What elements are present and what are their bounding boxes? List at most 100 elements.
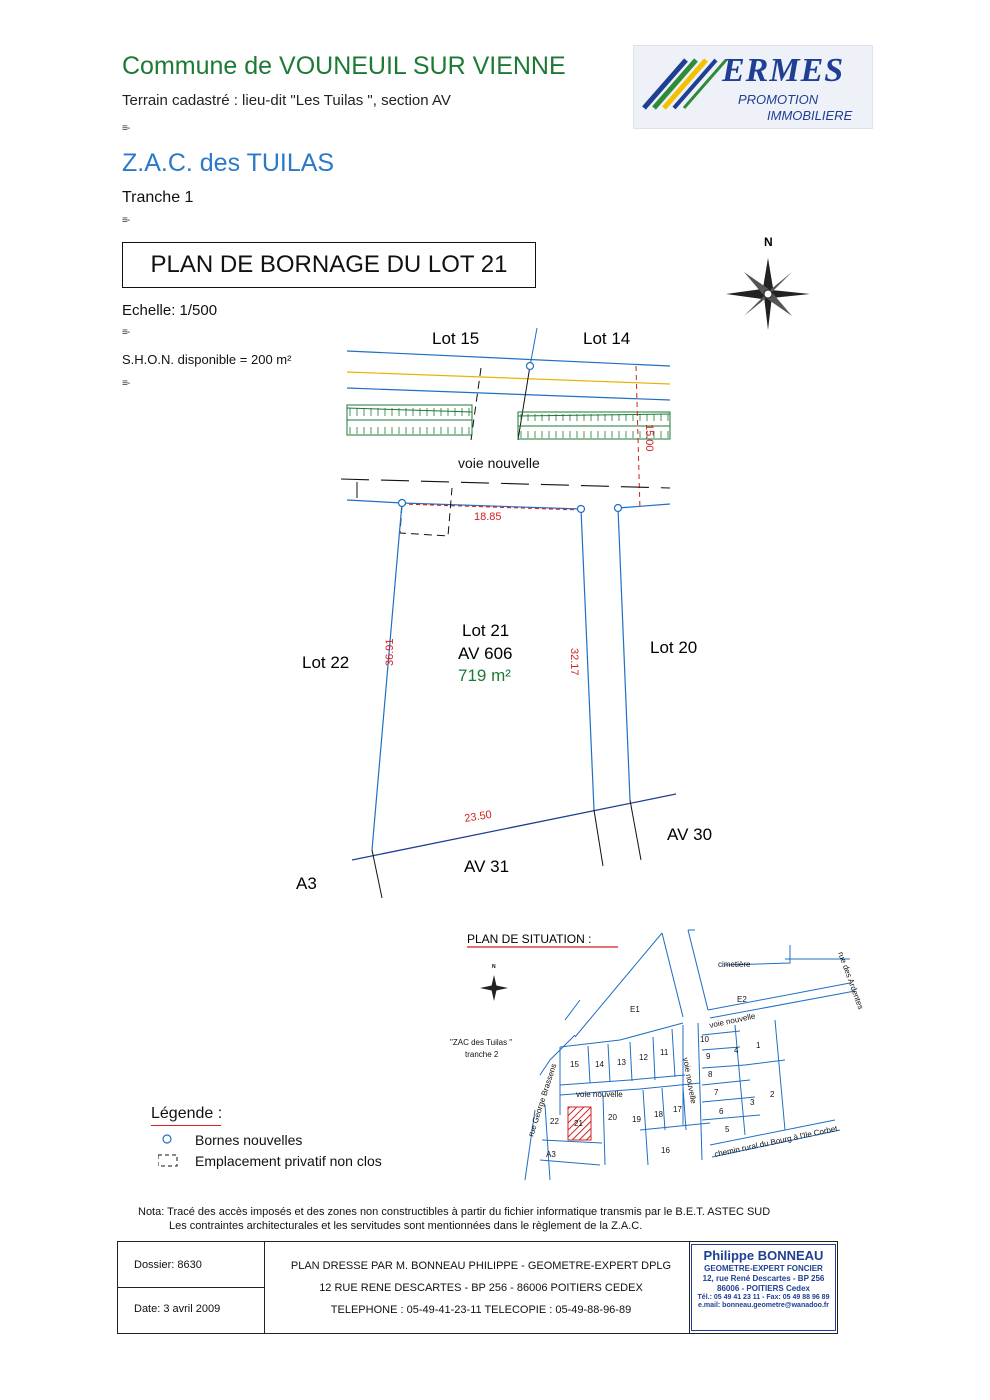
legend-symbols — [158, 1134, 178, 1167]
lot21-label: Lot 21 — [462, 621, 509, 640]
stamp-line2: 12, rue René Descartes - BP 256 — [702, 1274, 825, 1283]
a3-label: A3 — [296, 874, 317, 893]
separator-mark: ≡- — [122, 123, 130, 134]
parcel-label: AV 606 — [458, 644, 513, 663]
dim-front: 18.85 — [474, 511, 502, 523]
e1-label: E1 — [630, 1005, 640, 1014]
commune-title: Commune de VOUNEUIL SUR VIENNE — [122, 52, 566, 80]
stamp-line5: e.mail: bonneau.geometre@wanadoo.fr — [698, 1302, 829, 1309]
logo-line2: IMMOBILIERE — [767, 108, 853, 123]
cimetiere-label: cimetière — [718, 960, 751, 969]
svg-text:N: N — [492, 964, 496, 970]
lot20-label: Lot 20 — [650, 638, 697, 657]
lot15-label: Lot 15 — [432, 329, 479, 348]
nota-block: Nota: Tracé des accès imposés et des zon… — [138, 1205, 770, 1233]
separator-mark: ≡- — [122, 327, 130, 338]
situation-lot-number: 3 — [750, 1098, 755, 1107]
lot22-label: Lot 22 — [302, 653, 349, 672]
footer-table: Dossier: 8630 Date: 3 avril 2009 PLAN DR… — [117, 1241, 838, 1334]
situation-lot-number: 5 — [725, 1125, 730, 1134]
lot21-highlight — [567, 1106, 592, 1141]
dossier-label: Dossier: 8630 — [134, 1259, 202, 1271]
situation-lot-number: 8 — [708, 1070, 713, 1079]
lot14-label: Lot 14 — [583, 329, 630, 348]
mini-compass-icon: N — [480, 964, 508, 1001]
situation-lot-number: 1 — [756, 1041, 761, 1050]
dim-left: 36.91 — [384, 638, 396, 666]
av30-label: AV 30 — [667, 825, 712, 844]
legend-underline — [151, 1125, 221, 1126]
compass-north: N — [764, 235, 773, 249]
shon-label: S.H.O.N. disponible = 200 m² — [122, 352, 292, 367]
situation-lot-number: 17 — [673, 1105, 682, 1114]
stamp-name: Philippe BONNEAU — [703, 1248, 824, 1263]
legend-item-emplacement: Emplacement privatif non clos — [195, 1153, 382, 1169]
zac2-line1: "ZAC des Tuilas " — [450, 1038, 512, 1047]
situation-lot-number: 15 — [570, 1060, 579, 1069]
e2-label: E2 — [737, 995, 747, 1004]
situation-lot-number: 10 — [700, 1035, 709, 1044]
situation-lot-number: 2 — [770, 1090, 775, 1099]
nota-line2: Les contraintes architecturales et les s… — [169, 1220, 643, 1232]
bornage-plan: 15.00 voie nouvelle 18.85 36.91 32.17 23… — [296, 327, 712, 899]
tranche-label: Tranche 1 — [122, 189, 194, 206]
zac2-line2: tranche 2 — [465, 1050, 499, 1059]
dim-15: 15.00 — [643, 424, 655, 452]
footer-line2: 12 RUE RENE DESCARTES - BP 256 - 86006 P… — [319, 1282, 643, 1294]
situation-lot-number: 20 — [608, 1113, 617, 1122]
situation-lot-number: 6 — [719, 1107, 724, 1116]
situation-plan: PLAN DE SITUATION : N — [450, 929, 865, 1181]
zac-title: Z.A.C. des TUILAS — [122, 149, 335, 177]
scale-label: Echelle: 1/500 — [122, 302, 218, 319]
rue-brassens-label: rue George Brassens — [526, 1063, 558, 1138]
footer-cell-dossier: Dossier: 8630 Date: 3 avril 2009 — [118, 1242, 265, 1333]
situation-lot-number: 12 — [639, 1053, 648, 1062]
situation-lot-number: 19 — [632, 1115, 641, 1124]
plan-title: PLAN DE BORNAGE DU LOT 21 — [150, 251, 508, 278]
stamp-line1: GEOMETRE-EXPERT FONCIER — [704, 1264, 823, 1273]
footer-divider — [118, 1287, 264, 1288]
borne-icon — [162, 1134, 172, 1144]
chemin-label: chemin rural du Bourg à l'Ile Corbet — [714, 1124, 839, 1159]
date-label: Date: 3 avril 2009 — [134, 1303, 221, 1315]
terrain-subtitle: Terrain cadastré : lieu-dit "Les Tuilas … — [122, 92, 451, 109]
ermes-logo: ERMES PROMOTION IMMOBILIERE — [633, 45, 873, 129]
dim-right: 32.17 — [568, 648, 580, 676]
situation-lot-number: 7 — [714, 1088, 719, 1097]
hedge-right — [517, 411, 671, 440]
area-label: 719 m² — [458, 666, 511, 685]
geometre-stamp: Philippe BONNEAU GEOMETRE-EXPERT FONCIER… — [691, 1244, 836, 1331]
footer-line1: PLAN DRESSE PAR M. BONNEAU PHILIPPE - GE… — [290, 1260, 672, 1272]
situation-lot-number: 9 — [706, 1052, 711, 1061]
rue-ardentes-label: rue des Ardentes — [836, 951, 865, 1011]
footer-line3: TELEPHONE : 05-49-41-23-11 TELECOPIE : 0… — [330, 1304, 632, 1316]
logo-brand: ERMES — [722, 52, 845, 89]
compass-rose-icon: N — [726, 235, 810, 330]
separator-mark: ≡- — [122, 378, 130, 389]
logo-line1: PROMOTION — [738, 92, 819, 107]
stamp-line3: 86006 - POITIERS Cedex — [717, 1284, 810, 1293]
situation-lot-number: 18 — [654, 1110, 663, 1119]
voie-nouvelle-label: voie nouvelle — [458, 455, 540, 471]
plan-title-box: PLAN DE BORNAGE DU LOT 21 — [122, 242, 536, 288]
nota-line1: Nota: Tracé des accès imposés et des zon… — [138, 1206, 771, 1218]
situation-lot-number: 21 — [574, 1119, 583, 1128]
situation-lot-number: 13 — [617, 1058, 626, 1067]
situation-lot-number: 16 — [661, 1146, 670, 1155]
dim-bottom: 23.50 — [464, 809, 493, 825]
legend-title: Légende : — [151, 1105, 223, 1122]
separator-mark: ≡- — [122, 215, 130, 226]
situation-lot-number: 14 — [595, 1060, 604, 1069]
hedge-left — [346, 404, 473, 436]
footer-cell-plan: PLAN DRESSE PAR M. BONNEAU PHILIPPE - GE… — [264, 1242, 690, 1333]
legend-item-bornes: Bornes nouvelles — [195, 1132, 303, 1148]
voie-mid-label: voie nouvelle — [576, 1090, 623, 1099]
situation-lot-number: 22 — [550, 1117, 559, 1126]
situation-lot-number: 11 — [660, 1048, 669, 1057]
situation-lot-number: 4 — [734, 1046, 739, 1055]
stamp-line4: Tél.: 05 49 41 23 11 - Fax: 05 49 88 96 … — [697, 1294, 830, 1301]
situation-title: PLAN DE SITUATION : — [467, 932, 591, 946]
av31-label: AV 31 — [464, 857, 509, 876]
logo-stripes-icon — [642, 58, 728, 110]
emplacement-icon — [158, 1154, 178, 1167]
